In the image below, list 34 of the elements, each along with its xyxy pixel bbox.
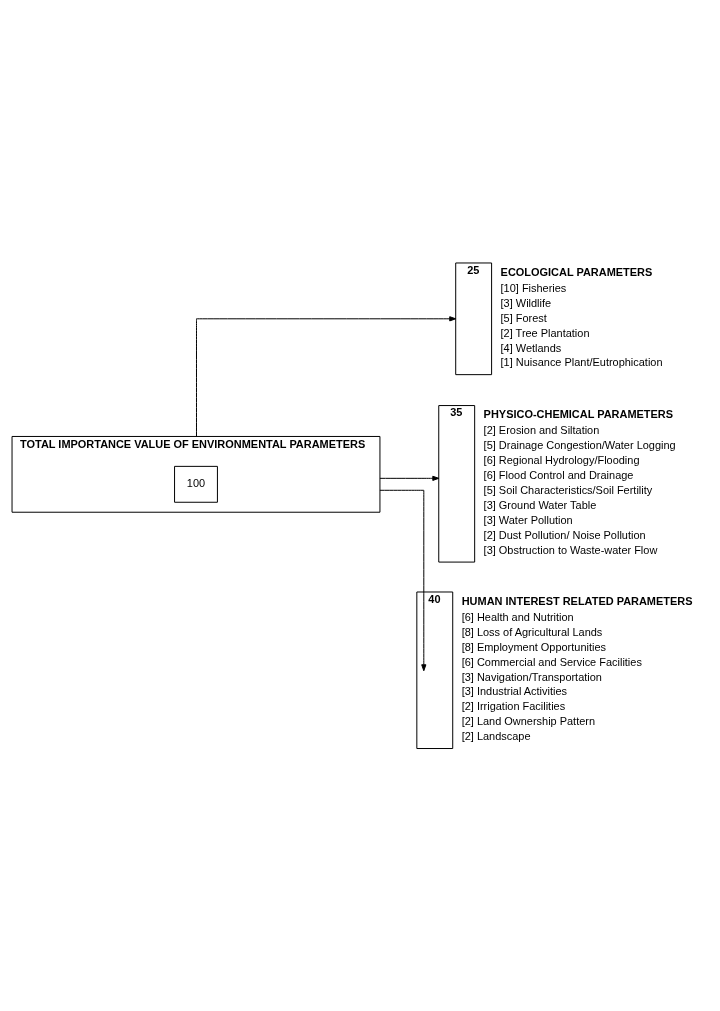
arrow bbox=[379, 489, 427, 672]
node-label: [3] Wildlife bbox=[500, 296, 552, 309]
arrow bbox=[379, 475, 440, 481]
node-label: [4] Wetlands bbox=[500, 341, 562, 354]
node-label: [3] Industrial Activities bbox=[461, 685, 568, 698]
node-label: [2] Irrigation Facilities bbox=[461, 700, 566, 713]
node-label: [8] Loss of Agricultural Lands bbox=[461, 625, 603, 638]
node-box: 35 bbox=[438, 405, 476, 563]
node-label: [5] Drainage Congestion/Water Logging bbox=[483, 439, 676, 452]
node-label: ECOLOGICAL PARAMETERS bbox=[500, 265, 653, 278]
node-label: [5] Soil Characteristics/Soil Fertility bbox=[483, 484, 653, 497]
arrow bbox=[196, 316, 457, 437]
node-box: 100 bbox=[174, 465, 218, 503]
node-label: [6] Commercial and Service Facilities bbox=[461, 655, 642, 668]
node-box: 25 bbox=[455, 262, 493, 376]
node-label: [1] Nuisance Plant/Eutrophication bbox=[500, 356, 663, 369]
node-label: PHYSICO-CHEMICAL PARAMETERS bbox=[483, 408, 674, 421]
node-label: [3] Ground Water Table bbox=[483, 499, 597, 512]
node-box: 40 bbox=[416, 591, 454, 749]
node-label: [2] Dust Pollution/ Noise Pollution bbox=[483, 528, 646, 541]
node-label: [5] Forest bbox=[500, 311, 547, 324]
node-label: [10] Fisheries bbox=[500, 281, 567, 294]
node-label: [3] Navigation/Transportation bbox=[461, 670, 602, 683]
node-label: [2] Landscape bbox=[461, 730, 531, 743]
node-label: [8] Employment Opportunities bbox=[461, 640, 606, 653]
node-label: [2] Tree Plantation bbox=[500, 326, 590, 339]
node-label: HUMAN INTEREST RELATED PARAMETERS bbox=[461, 594, 693, 607]
node-label: [3] Water Pollution bbox=[483, 513, 573, 526]
node-label: [2] Land Ownership Pattern bbox=[461, 715, 596, 728]
node-label: [6] Health and Nutrition bbox=[461, 610, 574, 623]
node-label: [2] Erosion and Siltation bbox=[483, 424, 600, 437]
node-label: [3] Obstruction to Waste-water Flow bbox=[483, 543, 658, 556]
node-label: [6] Flood Control and Drainage bbox=[483, 469, 634, 482]
node-label: [6] Regional Hydrology/Flooding bbox=[483, 454, 640, 467]
